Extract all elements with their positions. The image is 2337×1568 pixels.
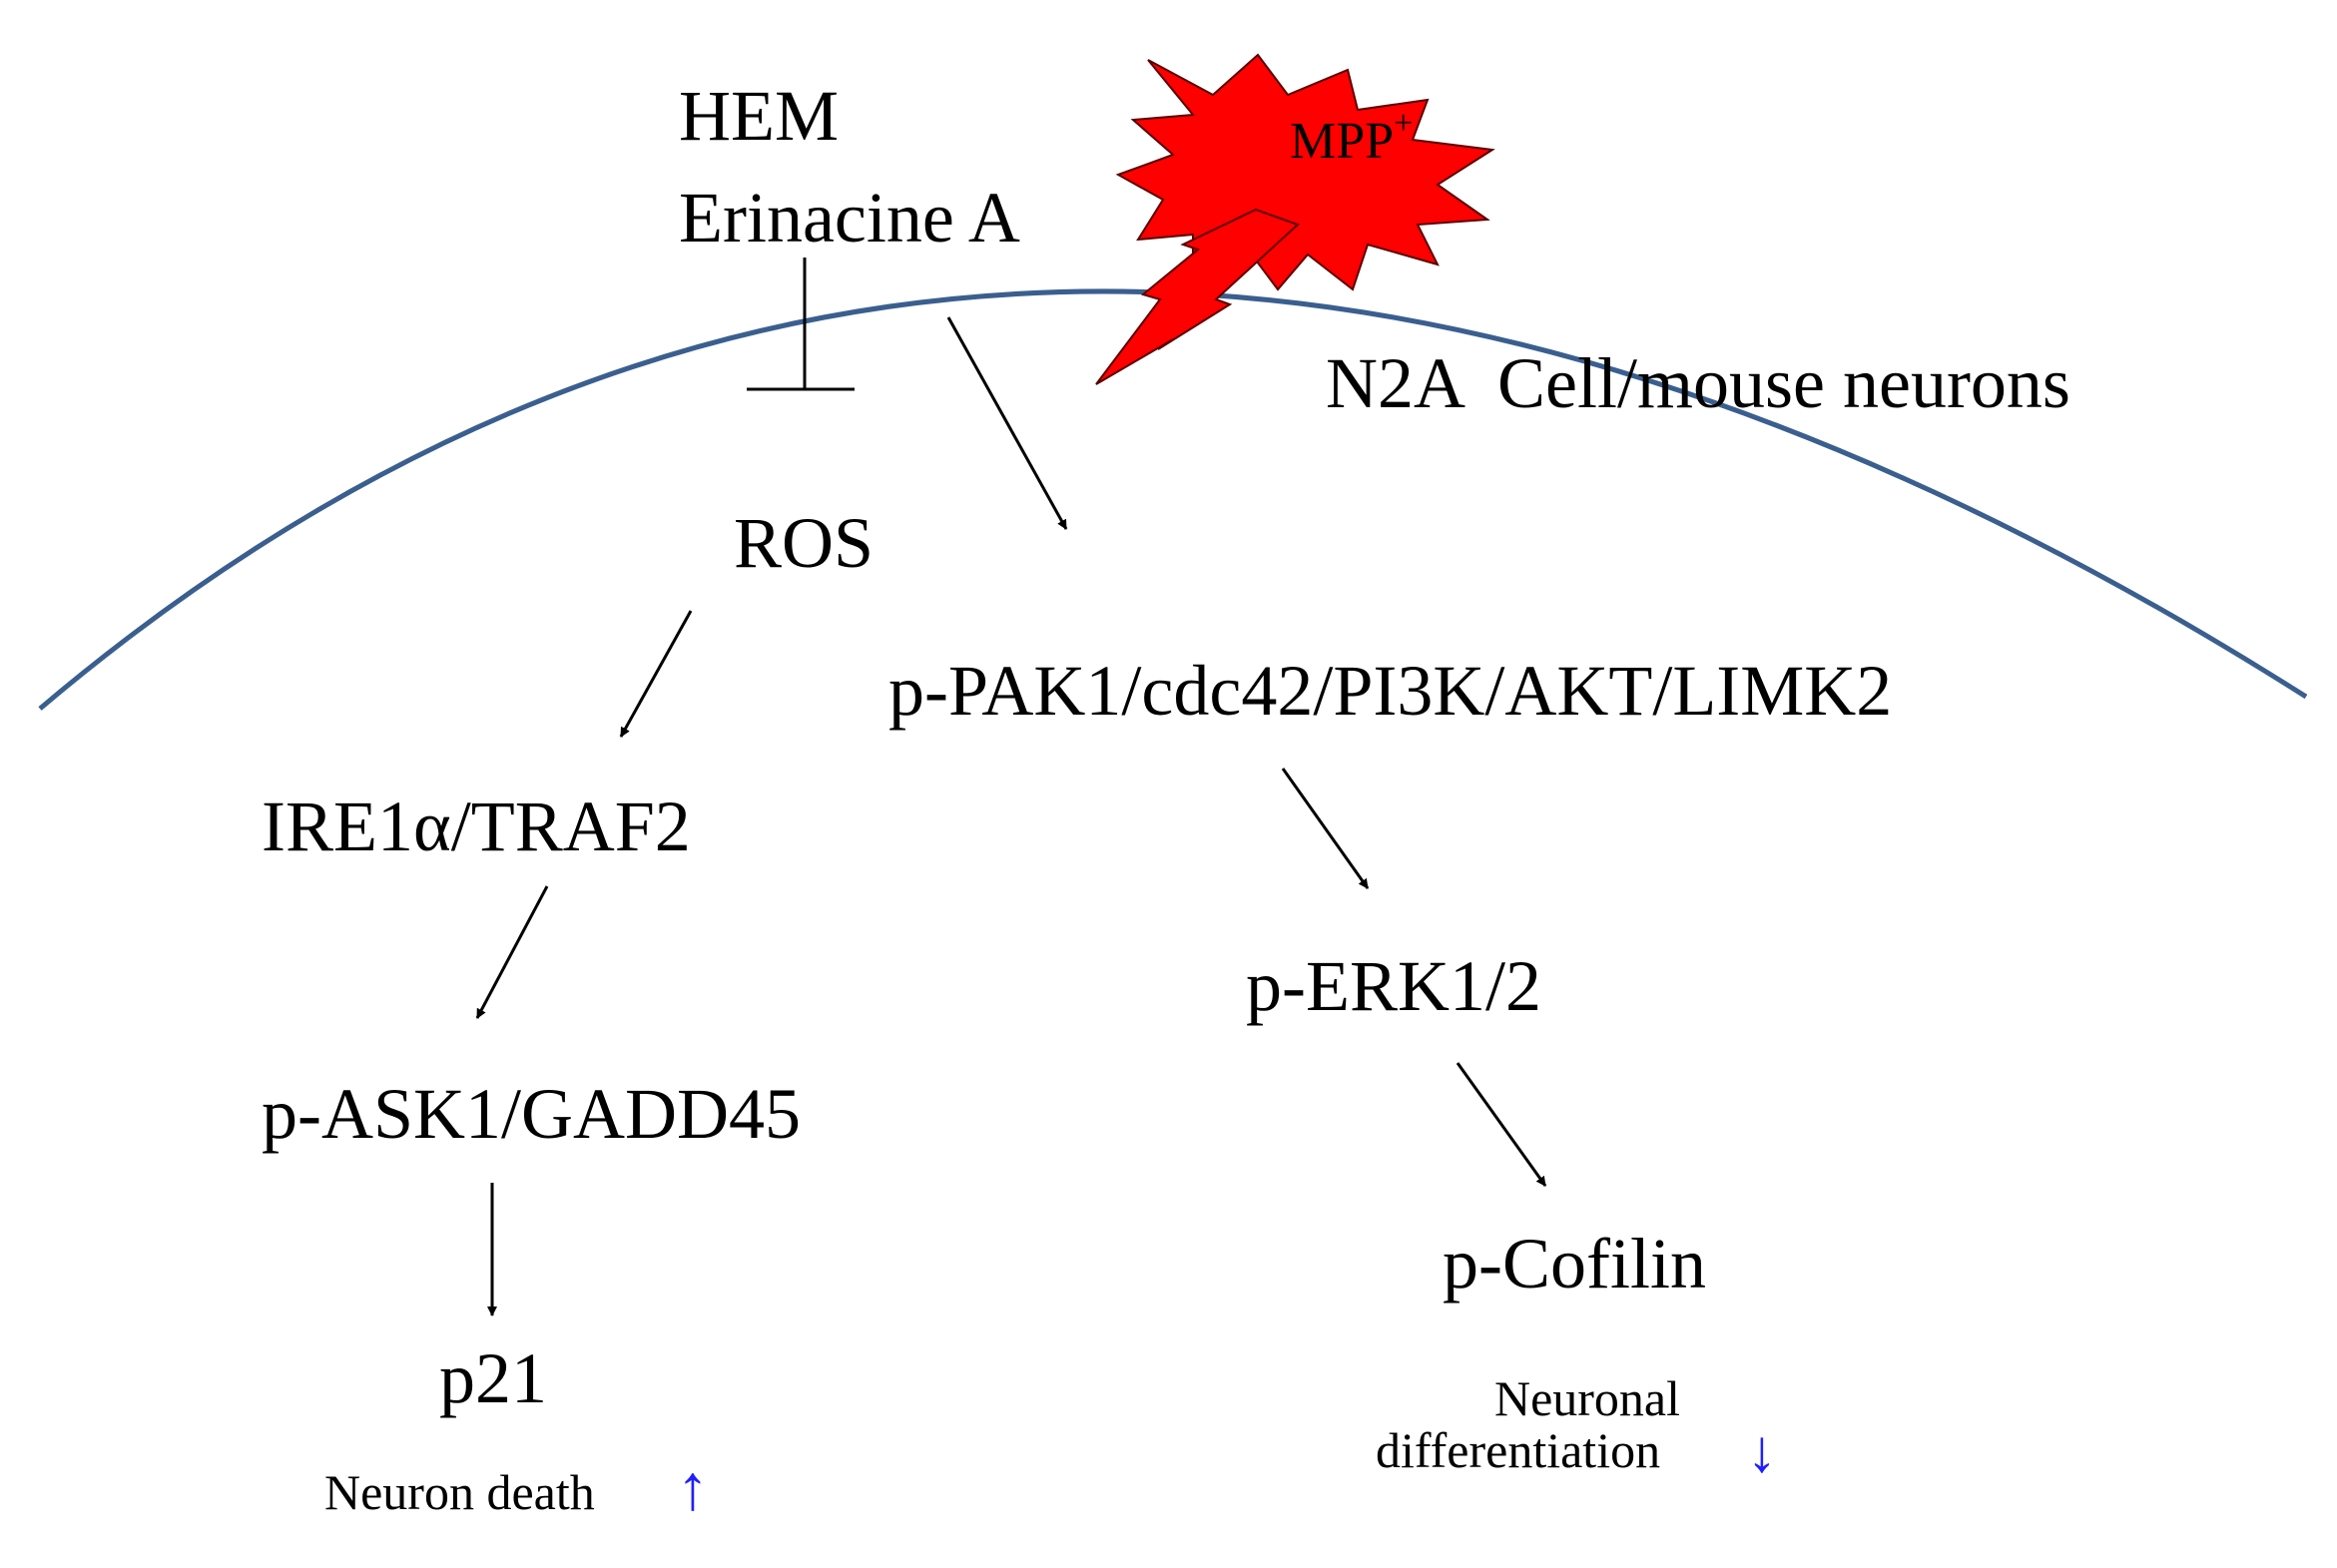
cell-label: N2A Cell/mouse neurons [1326, 343, 2070, 423]
arrow-ire1-to-ask1 [475, 885, 549, 1019]
differentiation-label: differentiation [1376, 1422, 1660, 1478]
cell-membrane [38, 288, 2308, 711]
arrow-ros-to-ire1 [619, 610, 693, 738]
ros-label: ROS [734, 503, 874, 583]
lightning-bolt-icon [1095, 208, 1300, 385]
mpp-label: MPP+ [1290, 105, 1413, 170]
hem-label: HEM [679, 76, 839, 156]
neuron-death-label: Neuron death [324, 1464, 595, 1520]
differentiation-down-arrow: ↓ [1747, 1418, 1777, 1484]
p21-label: p21 [439, 1338, 547, 1418]
erinacine-label: Erinacine A [679, 178, 1020, 258]
neuronal-label: Neuronal [1494, 1370, 1680, 1426]
erk-label: p-ERK1/2 [1246, 946, 1541, 1026]
cofilin-label: p-Cofilin [1443, 1224, 1706, 1304]
arrow-erinacine-to-pak1 [946, 316, 1068, 530]
arrow-pak1-to-erk [1281, 768, 1370, 889]
ask1-label: p-ASK1/GADD45 [262, 1074, 801, 1154]
ire1-label: IRE1α/TRAF2 [262, 786, 691, 866]
mpp-burst-icon [1115, 53, 1495, 291]
arrow-erk-to-cofilin [1456, 1062, 1547, 1187]
neuron-death-up-arrow: ↑ [677, 1452, 709, 1523]
pak1-label: p-PAK1/cdc42/PI3K/AKT/LIMK2 [888, 651, 1892, 731]
